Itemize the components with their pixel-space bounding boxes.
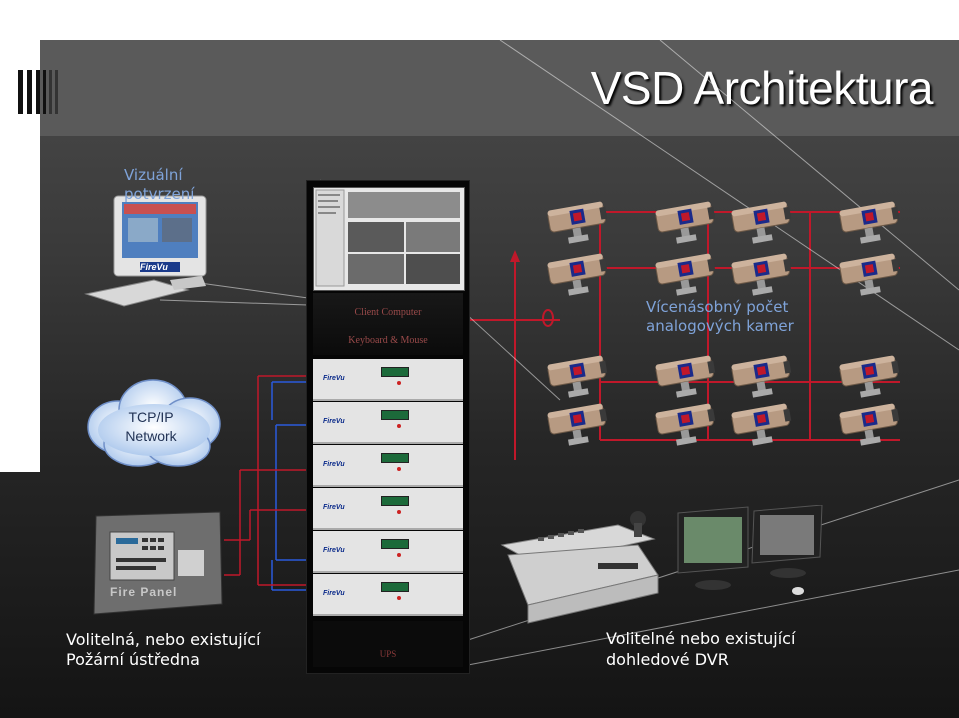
rack-unit: FireVu bbox=[313, 574, 463, 616]
confirmation-label: Vizuální potvrzení bbox=[124, 166, 195, 203]
fire-panel-icon bbox=[93, 511, 223, 615]
rack-unit: FireVu bbox=[313, 402, 463, 444]
client-computer: Client Computer Keyboard & Mouse bbox=[313, 293, 463, 355]
confirmation-monitor-icon bbox=[84, 195, 207, 307]
rack-monitor-screen bbox=[313, 187, 465, 291]
dvr-equipment-icon bbox=[500, 505, 823, 624]
rack-unit: FireVu bbox=[313, 488, 463, 530]
rack-unit: FireVu bbox=[313, 359, 463, 401]
cameras-label: Vícenásobný počet analogových kamer bbox=[646, 298, 794, 335]
monitor-brand: FireVu bbox=[140, 262, 168, 272]
decorative-stripes bbox=[18, 70, 58, 114]
top-margin bbox=[0, 0, 959, 40]
ups-unit: UPS bbox=[313, 621, 463, 667]
page-title: VSD Architektura bbox=[590, 62, 934, 114]
cctv-view-icon bbox=[315, 189, 460, 287]
network-label: TCP/IP Network bbox=[125, 409, 177, 444]
server-rack: Client Computer Keyboard & Mouse FireVu … bbox=[306, 180, 470, 674]
fire-panel-plate: Fire Panel bbox=[110, 585, 178, 599]
dvr-label: Volitelné nebo existující dohledové DVR bbox=[606, 629, 796, 669]
network-cloud-icon bbox=[87, 379, 221, 467]
rack-unit: FireVu bbox=[313, 445, 463, 487]
title-bar bbox=[40, 40, 959, 136]
fire-panel-label: Volitelná, nebo existující Požární ústře… bbox=[66, 630, 261, 669]
rack-unit: FireVu bbox=[313, 531, 463, 573]
